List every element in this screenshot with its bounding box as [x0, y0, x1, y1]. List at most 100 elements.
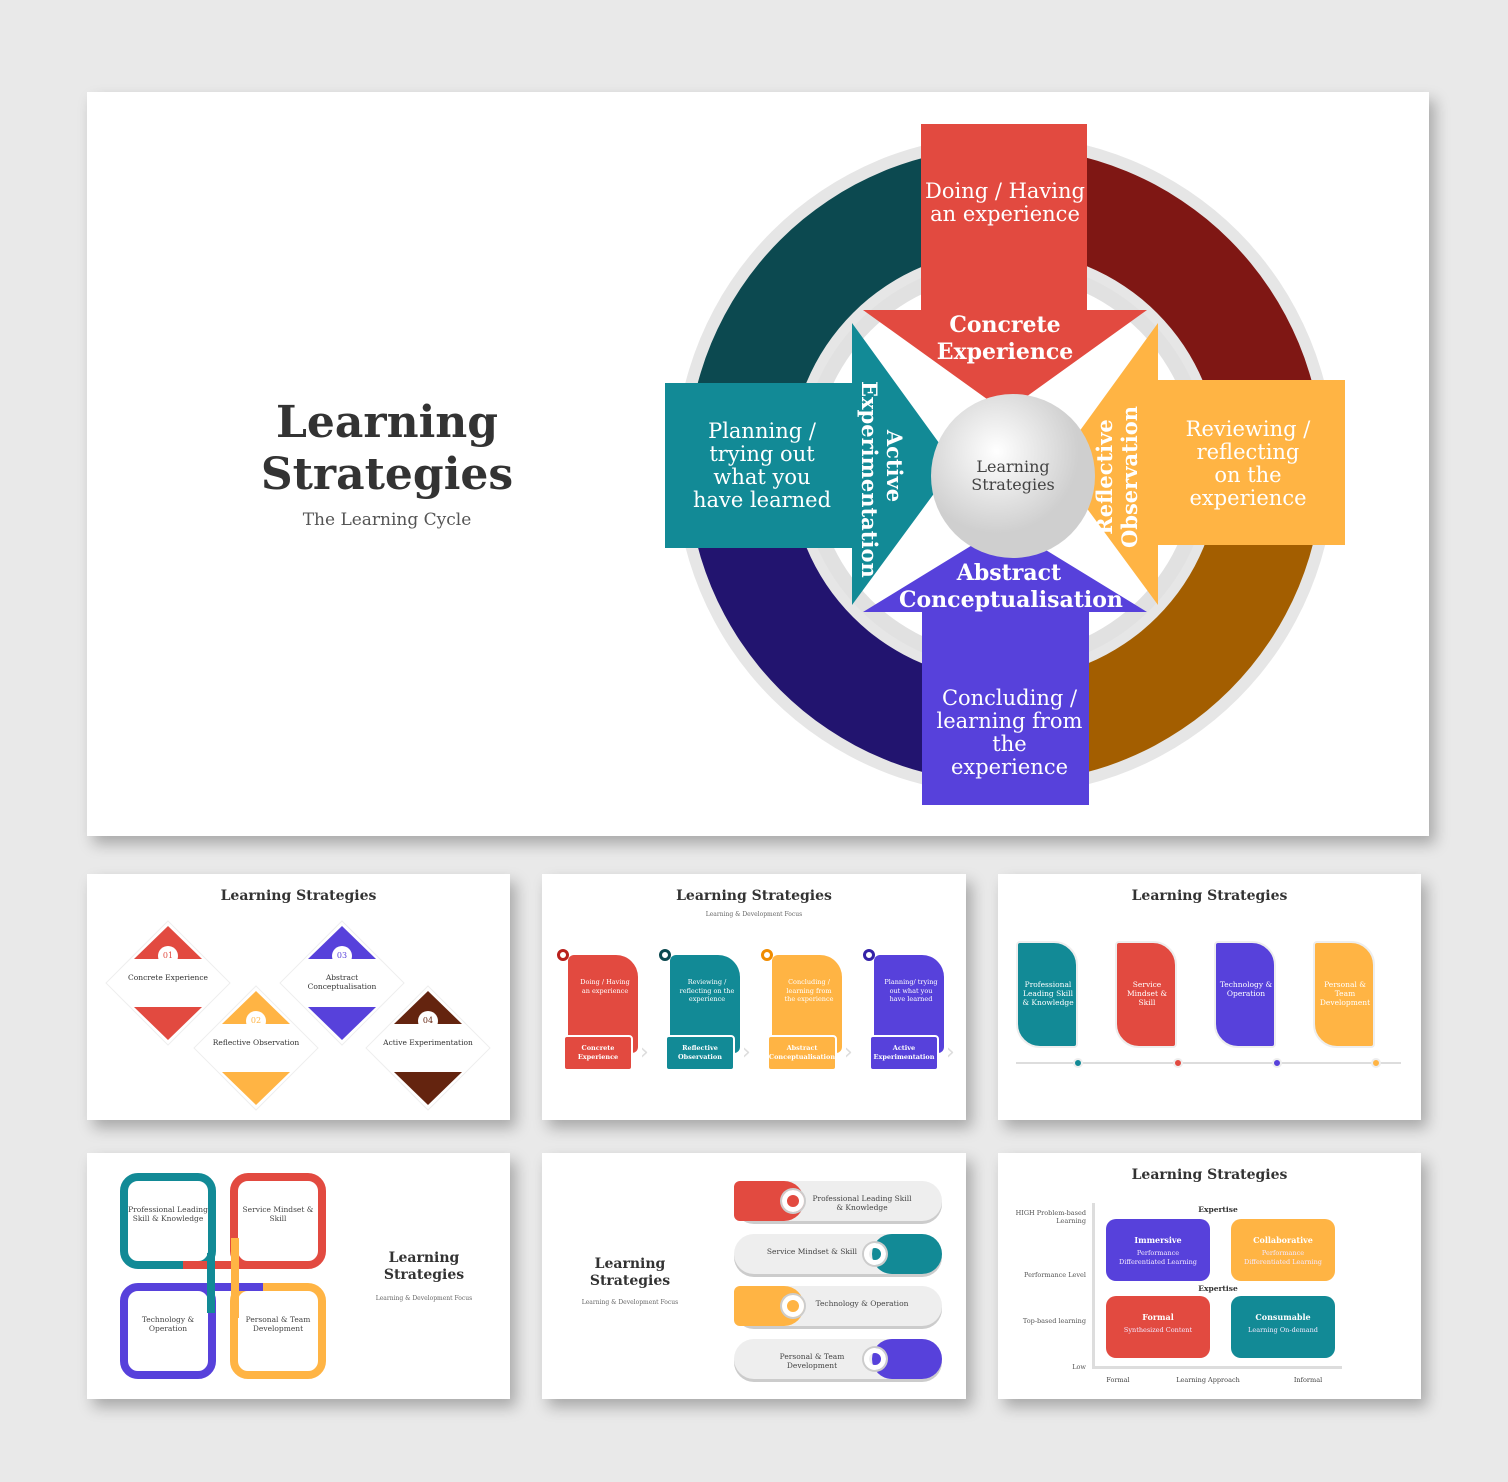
- timeline-dot: [1173, 1058, 1183, 1068]
- diamond-bottom: [394, 1072, 462, 1105]
- y-axis-label: HIGH Problem-based Learning: [1015, 1209, 1086, 1225]
- timeline-dot: [1073, 1058, 1083, 1068]
- step-number: 02: [250, 1016, 262, 1025]
- quadrant-title: Formal: [1142, 1312, 1174, 1322]
- timeline-line: [1016, 1062, 1401, 1064]
- center-label: Learning Strategies: [971, 457, 1055, 494]
- diamond-top: [308, 926, 376, 959]
- thumbnail-quadrant-matrix[interactable]: Learning Strategies HIGH Problem-based L…: [998, 1153, 1421, 1399]
- step-label: Active Experimentation: [383, 1038, 473, 1047]
- card-text: Concluding / learning from the experienc…: [784, 978, 834, 1003]
- link-bar: [183, 1261, 263, 1269]
- diamond: [279, 920, 405, 1046]
- chain-link-icon: [864, 1243, 886, 1265]
- card-label-box: [563, 1035, 633, 1071]
- number-badge: [332, 946, 352, 966]
- chain-link-icon: [782, 1190, 804, 1212]
- x-axis: [1092, 1366, 1342, 1369]
- tab-card: [1115, 941, 1177, 1048]
- arrow-abstract-conceptualisation: [863, 525, 1147, 805]
- diamond-bottom: [222, 1072, 290, 1105]
- diamond: [193, 985, 319, 1111]
- thumbnail-chain-pills[interactable]: Learning Strategies Learning & Developme…: [542, 1153, 966, 1399]
- quadrant-box: [1106, 1296, 1210, 1358]
- y-axis: [1092, 1203, 1095, 1369]
- y-axis-label: Performance Level: [1023, 1271, 1086, 1279]
- card-text: Doing / Having an experience: [580, 978, 630, 995]
- diamond-bottom: [308, 1007, 376, 1040]
- timeline-dot: [1371, 1058, 1381, 1068]
- thumb-title: Learning Strategies: [1131, 1167, 1288, 1183]
- x-axis-label: Formal: [1106, 1376, 1130, 1384]
- step-number: 04: [422, 1016, 434, 1025]
- active-text: Planning / trying out what you have lear…: [692, 419, 832, 512]
- card-pin: [557, 949, 569, 961]
- number-badge: [158, 946, 178, 966]
- pill-label: Technology & Operation: [815, 1299, 909, 1308]
- tab-label: Personal & Team Development: [1319, 980, 1371, 1007]
- square-label: Technology & Operation: [141, 1315, 195, 1333]
- quadrant-title: Immersive: [1134, 1235, 1182, 1245]
- quadrant-title: Consumable: [1255, 1312, 1311, 1322]
- reflective-text: Reviewing / reflecting on the experience: [1185, 417, 1311, 510]
- chevron-right-icon: ›: [640, 1040, 649, 1065]
- arrow-concrete-experience: [863, 124, 1147, 412]
- tab-card: [1016, 941, 1078, 1048]
- card-pin: [863, 949, 875, 961]
- card-label: Concrete Experience: [577, 1044, 619, 1061]
- number-badge: [418, 1011, 438, 1031]
- chain-link-icon: [782, 1295, 804, 1317]
- diamond-graphic: [105, 920, 491, 1111]
- thumb-subtitle: Learning & Development Focus: [581, 1299, 679, 1306]
- y-axis-label: Low: [1072, 1363, 1086, 1371]
- step-number: 03: [336, 951, 348, 960]
- abstract-text: Concluding / learning from the experienc…: [936, 686, 1083, 779]
- expertise-label: Expertise: [1198, 1205, 1238, 1214]
- card-label: Abstract Conceptualisation: [768, 1044, 836, 1061]
- chevron-right-icon: ›: [742, 1040, 751, 1065]
- quadrant-text: Synthesized Content: [1123, 1326, 1193, 1334]
- concrete-text: Doing / Having an experience: [925, 179, 1085, 226]
- thumbnail-linked-squares[interactable]: Learning Strategies Learning & Developme…: [87, 1153, 510, 1399]
- quadrant-text: Learning On-demand: [1248, 1326, 1318, 1334]
- link-bar: [231, 1238, 239, 1318]
- diamond-top: [222, 991, 290, 1024]
- linked-square: [230, 1283, 326, 1379]
- y-axis-label: Top-based learning: [1022, 1317, 1086, 1325]
- expertise-label: Expertise: [1198, 1284, 1238, 1293]
- abstract-heading: Abstract Conceptualisation: [899, 560, 1123, 613]
- main-slide[interactable]: Learning Strategies The Learning Cycle L…: [87, 92, 1429, 836]
- linked-square: [120, 1173, 216, 1269]
- main-title: Learning Strategies: [260, 397, 514, 500]
- diamond-bottom: [134, 1007, 202, 1040]
- step-number: 01: [162, 951, 174, 960]
- card-pin: [659, 949, 671, 961]
- center-circle: [931, 394, 1095, 558]
- chevron-right-icon: ›: [946, 1040, 955, 1065]
- card-label-box: [767, 1035, 837, 1071]
- tab-card: [1214, 941, 1276, 1048]
- thumb-title: Learning Strategies: [676, 888, 832, 904]
- thumb-title: Learning Strategies: [383, 1250, 465, 1283]
- chain-link-icon: [864, 1348, 886, 1370]
- thumb-title: Learning Strategies: [220, 888, 377, 904]
- x-axis-label: Learning Approach: [1176, 1376, 1240, 1384]
- thumbnail-timeline-tabs[interactable]: Learning Strategies Professional Leading…: [998, 874, 1421, 1120]
- quadrant-box: [1231, 1219, 1335, 1281]
- step-label: Abstract Conceptualisation: [307, 973, 377, 991]
- learning-cycle-diagram: [665, 124, 1345, 805]
- pill-label: Service Mindset & Skill: [766, 1247, 858, 1256]
- square-label: Service Mindset & Skill: [242, 1205, 314, 1223]
- card-pin: [761, 949, 773, 961]
- x-axis-label: Informal: [1293, 1376, 1323, 1384]
- number-badge: [246, 1011, 266, 1031]
- diamond: [365, 985, 491, 1111]
- quadrant-box: [1106, 1219, 1210, 1281]
- thumbnail-process-cards[interactable]: Learning Strategies Learning & Developme…: [542, 874, 966, 1120]
- thumb-title: Learning Strategies: [1131, 888, 1288, 904]
- linked-square: [120, 1283, 216, 1379]
- pill-label: Personal & Team Development: [779, 1352, 845, 1370]
- quadrant-text: Performance Differentiated Learning: [1119, 1249, 1197, 1266]
- active-heading: Active Experimentation: [857, 381, 907, 578]
